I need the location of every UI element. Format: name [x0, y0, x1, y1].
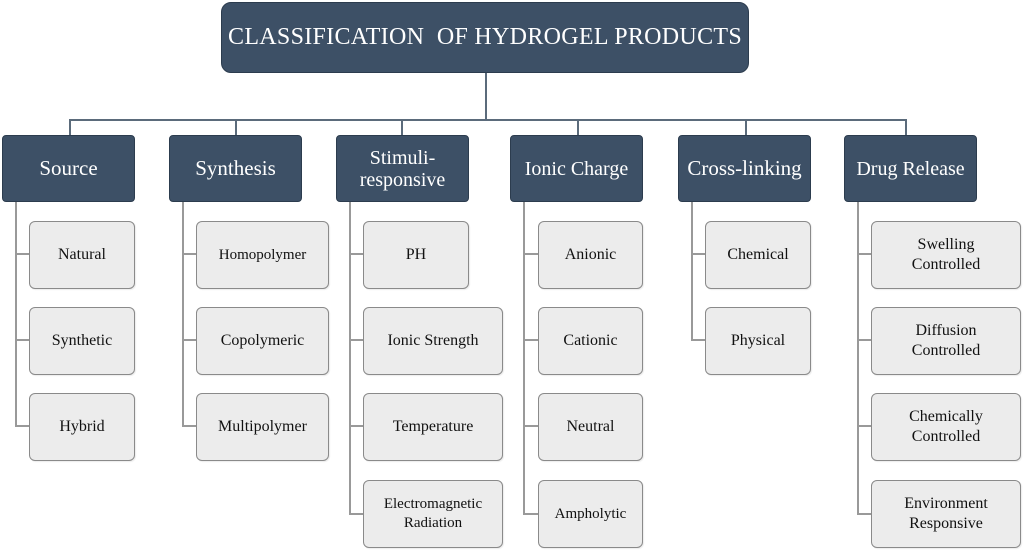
item-box: Multipolymer: [196, 393, 329, 461]
item-label: Temperature: [392, 418, 474, 435]
item-label: Anionic: [564, 246, 617, 263]
item-box: Electromagnetic Radiation: [363, 480, 503, 548]
item-box: Chemical: [705, 221, 811, 289]
item-box: Diffusion Controlled: [871, 307, 1021, 375]
spine-stimuli: [349, 202, 351, 515]
item-label: Electromagnetic Radiation: [383, 496, 483, 531]
item-label: Homopolymer: [218, 246, 307, 263]
item-label: Synthetic: [51, 332, 113, 349]
spine-crosslinking: [691, 202, 693, 341]
branch-stimuli-1: [349, 253, 363, 255]
item-label: Neutral: [566, 418, 615, 435]
connector-drop-source: [69, 119, 71, 135]
item-box: Hybrid: [29, 393, 135, 461]
category-ionic-charge: Ionic Charge: [510, 135, 643, 202]
item-box: Synthetic: [29, 307, 135, 375]
root-title: CLASSIFICATION OF HYDROGEL PRODUCTS: [228, 24, 742, 50]
item-box: PH: [363, 221, 469, 289]
spine-synthesis: [182, 202, 184, 427]
item-box: Temperature: [363, 393, 503, 461]
item-label: Chemical: [727, 246, 789, 263]
branch-stimuli-3: [349, 425, 363, 427]
item-label: Ampholytic: [554, 505, 627, 522]
branch-synthesis-3: [182, 425, 196, 427]
item-label: Ionic Strength: [387, 332, 479, 349]
category-label-drug-release: Drug Release: [856, 157, 965, 180]
branch-stimuli-4: [349, 513, 363, 515]
item-box: Homopolymer: [196, 221, 329, 289]
category-synthesis: Synthesis: [169, 135, 302, 202]
connector-drop-drugrelease: [905, 119, 907, 135]
branch-crosslinking-1: [691, 253, 705, 255]
item-label: Copolymeric: [220, 332, 305, 349]
item-label: Physical: [730, 332, 786, 349]
item-label: PH: [405, 246, 427, 263]
connector-drop-crosslinking: [745, 119, 747, 135]
item-box: Copolymeric: [196, 307, 329, 375]
branch-drugrelease-1: [857, 253, 871, 255]
item-label: Cationic: [563, 332, 618, 349]
connector-root-trunk: [485, 72, 487, 120]
connector-drop-synthesis: [235, 119, 237, 135]
item-box: Physical: [705, 307, 811, 375]
spine-source: [15, 202, 17, 427]
item-box: Natural: [29, 221, 135, 289]
category-source: Source: [2, 135, 135, 202]
branch-synthesis-2: [182, 339, 196, 341]
branch-source-1: [15, 253, 29, 255]
item-box: Cationic: [538, 307, 643, 375]
branch-source-3: [15, 425, 29, 427]
branch-source-2: [15, 339, 29, 341]
item-label: Hybrid: [59, 418, 105, 435]
spine-ionic: [523, 202, 525, 515]
branch-synthesis-1: [182, 253, 196, 255]
branch-ionic-1: [523, 253, 538, 255]
branch-crosslinking-2: [691, 339, 705, 341]
branch-stimuli-2: [349, 339, 363, 341]
item-box: Swelling Controlled: [871, 221, 1021, 289]
branch-drugrelease-4: [857, 513, 871, 515]
item-label: Multipolymer: [218, 418, 307, 435]
root-title-box: CLASSIFICATION OF HYDROGEL PRODUCTS: [221, 2, 749, 73]
item-label: Chemically Controlled: [909, 408, 983, 445]
category-label-stimuli-responsive: Stimuli- responsive: [359, 146, 446, 191]
item-label: Diffusion Controlled: [911, 322, 981, 359]
category-label-source: Source: [39, 155, 98, 180]
item-label: Environment Responsive: [904, 495, 988, 532]
category-label-synthesis: Synthesis: [195, 155, 276, 180]
branch-ionic-4: [523, 513, 538, 515]
category-label-cross-linking: Cross-linking: [687, 155, 802, 180]
item-label: Natural: [58, 246, 106, 263]
item-box: Environment Responsive: [871, 480, 1021, 548]
category-drug-release: Drug Release: [844, 135, 977, 202]
category-label-ionic-charge: Ionic Charge: [524, 157, 629, 180]
branch-ionic-2: [523, 339, 538, 341]
category-stimuli-responsive: Stimuli- responsive: [336, 135, 469, 202]
connector-main-bus: [69, 119, 907, 121]
item-box: Chemically Controlled: [871, 393, 1021, 461]
connector-drop-ionic: [577, 119, 579, 135]
item-label: Swelling Controlled: [911, 236, 981, 273]
item-box: Ampholytic: [538, 480, 643, 548]
connector-drop-stimuli: [401, 119, 403, 135]
branch-drugrelease-2: [857, 339, 871, 341]
category-cross-linking: Cross-linking: [678, 135, 811, 202]
item-box: Neutral: [538, 393, 643, 461]
branch-drugrelease-3: [857, 425, 871, 427]
branch-ionic-3: [523, 425, 538, 427]
item-box: Anionic: [538, 221, 643, 289]
item-box: Ionic Strength: [363, 307, 503, 375]
spine-drugrelease: [857, 202, 859, 515]
